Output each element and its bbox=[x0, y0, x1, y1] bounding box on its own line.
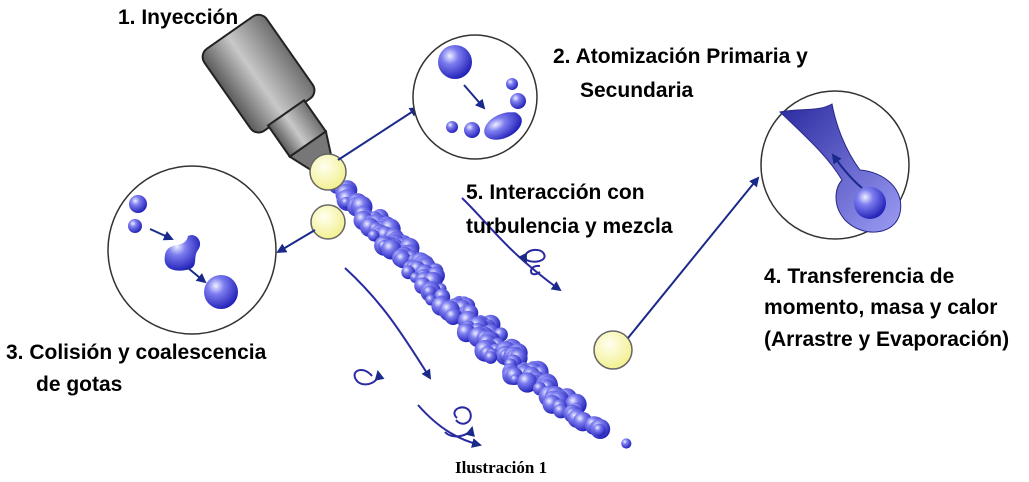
spray-droplet bbox=[592, 423, 606, 437]
label-interaction-2: turbulencia y mezcla bbox=[466, 215, 673, 238]
spray-droplet bbox=[484, 351, 498, 364]
label-transfer-1: 4. Transferencia de bbox=[764, 265, 955, 288]
highlight-collision bbox=[310, 204, 346, 240]
label-interaction-1: 5. Interacción con bbox=[466, 181, 645, 204]
injector-nozzle-icon bbox=[201, 13, 333, 172]
spray-droplet bbox=[444, 308, 462, 326]
highlight-atomization bbox=[309, 153, 347, 191]
highlight-transfer bbox=[593, 330, 633, 370]
label-collision-1: 3. Colisión y coalescencia bbox=[6, 341, 267, 364]
transfer-inset bbox=[760, 90, 910, 240]
spray-droplet bbox=[621, 438, 632, 449]
collision-inset bbox=[107, 165, 277, 335]
label-atomization-2: Secundaria bbox=[580, 79, 694, 102]
spray-droplet bbox=[367, 229, 380, 242]
label-injection: 1. Inyección bbox=[118, 6, 239, 29]
connector-arrows bbox=[276, 106, 760, 339]
atomization-inset bbox=[412, 34, 538, 160]
label-collision-2: de gotas bbox=[36, 373, 123, 396]
turbulence-arrows bbox=[344, 197, 562, 448]
droplet-spray-cloud bbox=[328, 179, 632, 449]
label-transfer-3: (Arrastre y Evaporación) bbox=[764, 328, 1010, 351]
label-atomization-1: 2. Atomización Primaria y bbox=[553, 45, 808, 68]
spray-droplet bbox=[517, 372, 538, 393]
figure-caption: Ilustración 1 bbox=[455, 458, 548, 477]
label-transfer-2: momento, masa y calor bbox=[764, 296, 998, 319]
